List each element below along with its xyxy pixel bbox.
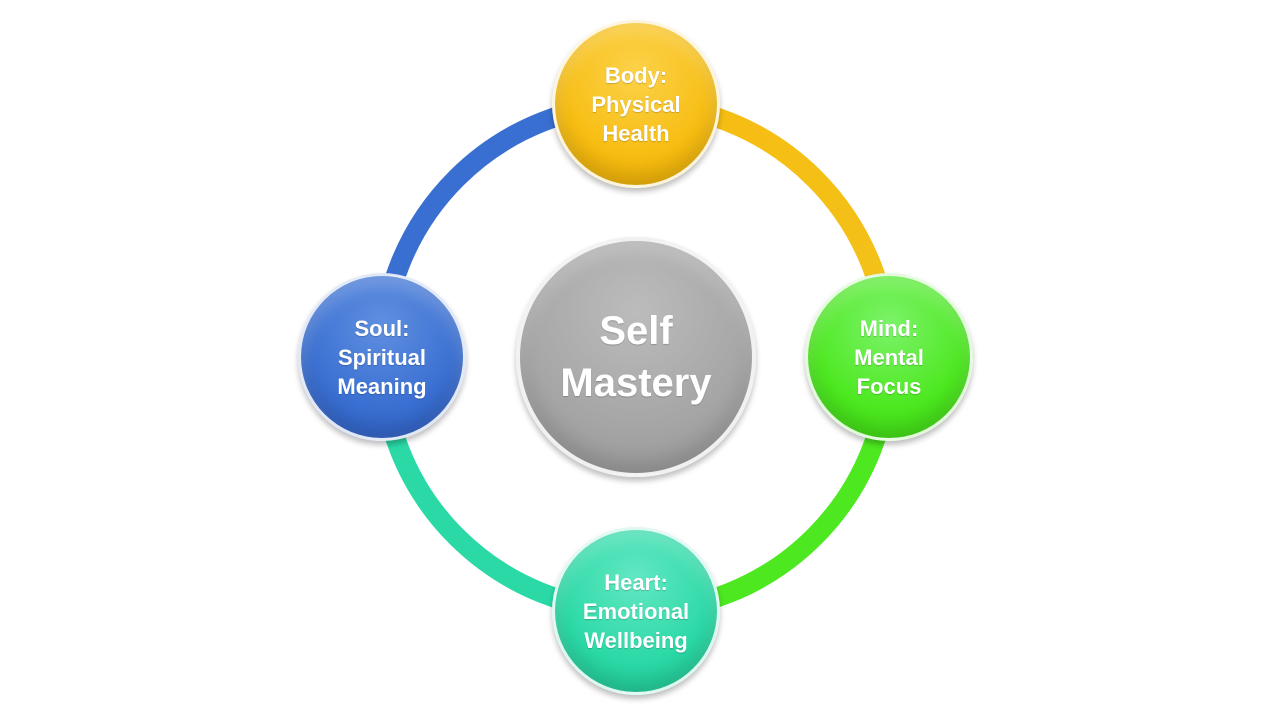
node-body-line-1: Body:: [604, 62, 668, 88]
node-mind-line-1: Mind:: [859, 315, 919, 341]
node-center: Self Mastery: [516, 237, 756, 477]
node-body-line-2: Physical: [591, 91, 681, 117]
node-soul: Soul: Spiritual Meaning: [298, 273, 466, 441]
node-body-line-3: Health: [602, 120, 670, 146]
node-center-line-1: Self: [599, 309, 673, 353]
node-soul-line-1: Soul:: [354, 315, 410, 341]
node-mind-line-3: Focus: [856, 373, 922, 399]
node-soul-line-3: Meaning: [337, 373, 427, 399]
node-mind-line-2: Mental: [854, 344, 924, 370]
node-body: Body: Physical Health: [552, 20, 720, 188]
node-heart: Heart: Emotional Wellbeing: [552, 527, 720, 695]
node-mind: Mind: Mental Focus: [805, 273, 973, 441]
node-heart-line-3: Wellbeing: [584, 627, 688, 653]
node-heart-line-1: Heart:: [604, 569, 668, 595]
node-heart-line-2: Emotional: [582, 598, 690, 624]
node-center-line-2: Mastery: [560, 361, 712, 405]
node-soul-line-2: Spiritual: [337, 344, 426, 370]
